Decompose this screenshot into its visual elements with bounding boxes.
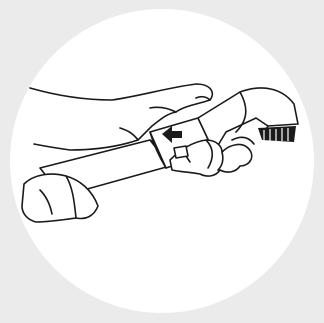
brush-bristles (258, 126, 296, 142)
hose-clip (174, 146, 188, 158)
